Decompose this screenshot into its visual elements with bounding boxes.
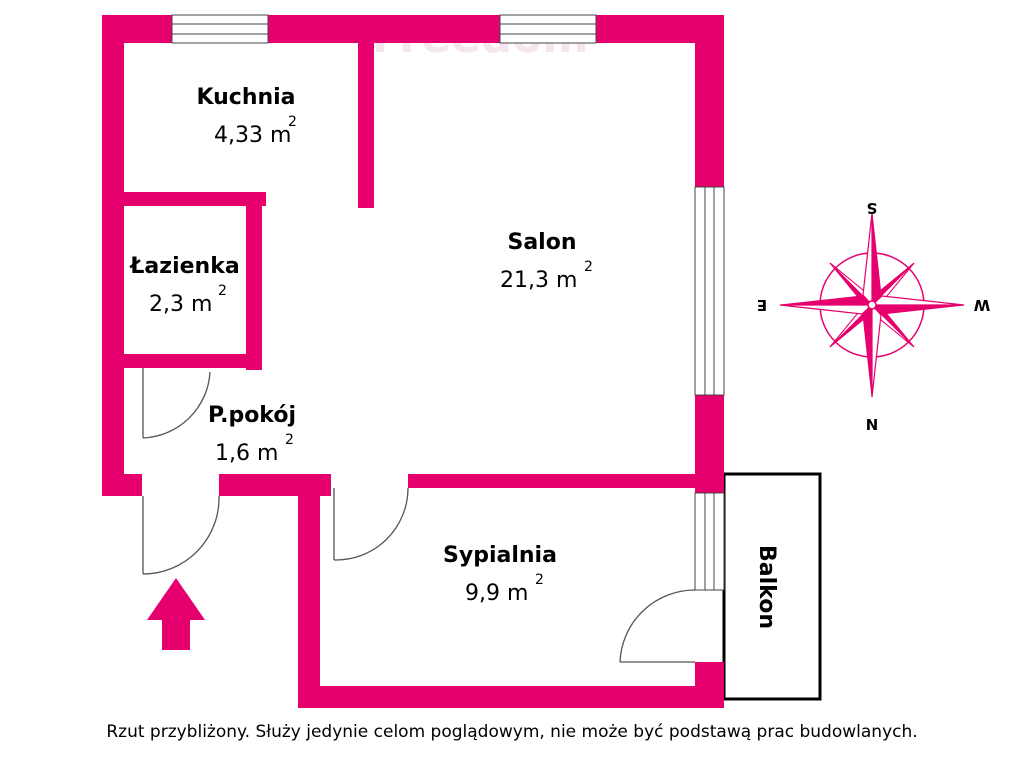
compass-top-letter: S [867, 199, 878, 217]
area-unit-sup: 2 [285, 432, 294, 448]
area-unit: m [270, 123, 291, 148]
room-sypialnia: Sypialnia 9,9 m 2 [443, 543, 557, 606]
room-ppokoj: P.pokój 1,6 m 2 [208, 403, 296, 466]
area-unit: m [191, 292, 212, 317]
room-area: 9,9 [465, 581, 500, 606]
room-name: Salon [507, 230, 576, 255]
area-unit-sup: 2 [218, 283, 227, 299]
room-area: 2,3 [149, 292, 184, 317]
area-unit-sup: 2 [288, 114, 297, 130]
floor-plan: Freedom [102, 12, 990, 708]
room-name: Sypialnia [443, 543, 557, 568]
room-kuchnia: Kuchnia 4,33 m 2 [196, 85, 296, 148]
walls [102, 15, 724, 708]
compass-right-letter: W [973, 296, 990, 314]
room-area: 4,33 [214, 123, 263, 148]
room-area: 1,6 [215, 441, 250, 466]
room-lazienka: Łazienka 2,3 m 2 [129, 254, 239, 317]
area-unit-sup: 2 [584, 259, 593, 275]
doors [142, 368, 696, 663]
balcony-label: Balkon [754, 545, 779, 629]
compass-left-letter: E [757, 296, 767, 314]
room-name: Kuchnia [196, 85, 295, 110]
area-unit: m [507, 581, 528, 606]
entrance-arrow-icon [147, 578, 205, 650]
area-unit-sup: 2 [535, 572, 544, 588]
room-area: 21,3 [500, 268, 549, 293]
room-salon: Salon 21,3 m 2 [500, 230, 593, 293]
compass-rose-icon [779, 212, 965, 398]
disclaimer-text: Rzut przybliżony. Służy jedynie celom po… [106, 722, 918, 742]
area-unit: m [556, 268, 577, 293]
windows [171, 14, 725, 591]
area-unit: m [257, 441, 278, 466]
compass-bottom-letter: N [866, 415, 879, 433]
room-name: Łazienka [129, 254, 239, 279]
room-name: P.pokój [208, 403, 296, 428]
